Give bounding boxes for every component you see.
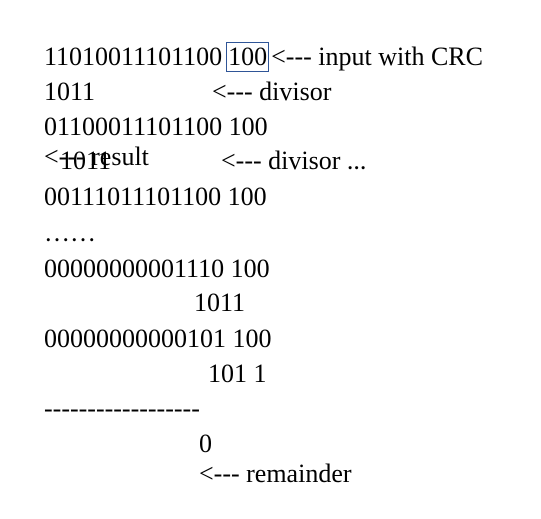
step-2-value: 00111011101100 100: [44, 182, 267, 211]
result-value: 01100011101100 100: [44, 112, 268, 141]
divisor-3-value: 1011: [194, 288, 246, 317]
result-annotation: <--- result: [44, 142, 149, 171]
divisor-line: 1011: [18, 47, 95, 106]
divisor-value: 1011: [44, 77, 96, 106]
divisor-annotation: <--- divisor: [212, 77, 332, 106]
divisor-2-line: 1011: [34, 116, 111, 175]
divisor-3-line: 1011: [168, 258, 245, 317]
remainder-line: 0 <--- remainder: [173, 399, 352, 488]
divisor-annotation-line: <--- divisor: [186, 47, 331, 106]
step-last-line: 00000000000101 100: [18, 294, 272, 353]
divisor-2-annotation: <--- divisor ...: [221, 146, 367, 175]
divisor-4-value: 101 1: [208, 359, 267, 388]
result-line: 01100011101100 100 <--- result: [18, 82, 268, 171]
input-annotation: <--- input with CRC: [271, 42, 483, 71]
ellipsis: ……: [44, 218, 96, 247]
separator: ------------------: [44, 394, 200, 423]
step-n-value: 00000000001110 100: [44, 254, 270, 283]
input-bits: 11010011101100: [44, 42, 223, 71]
divisor-4-line: 101 1: [182, 329, 267, 388]
remainder-annotation: <--- remainder: [199, 459, 352, 488]
ellipsis-line: ……: [18, 188, 96, 247]
divisor-2-value: 1011: [60, 146, 112, 175]
step-n-line: 00000000001110 100: [18, 224, 270, 283]
step-2-line: 00111011101100 100: [18, 152, 267, 211]
remainder-value: 0: [199, 429, 212, 458]
separator-line: ------------------: [18, 364, 200, 423]
step-last-value: 00000000000101 100: [44, 324, 272, 353]
divisor-2-annotation-line: <--- divisor ...: [195, 116, 366, 175]
crc-bits-box: 100: [226, 42, 270, 72]
